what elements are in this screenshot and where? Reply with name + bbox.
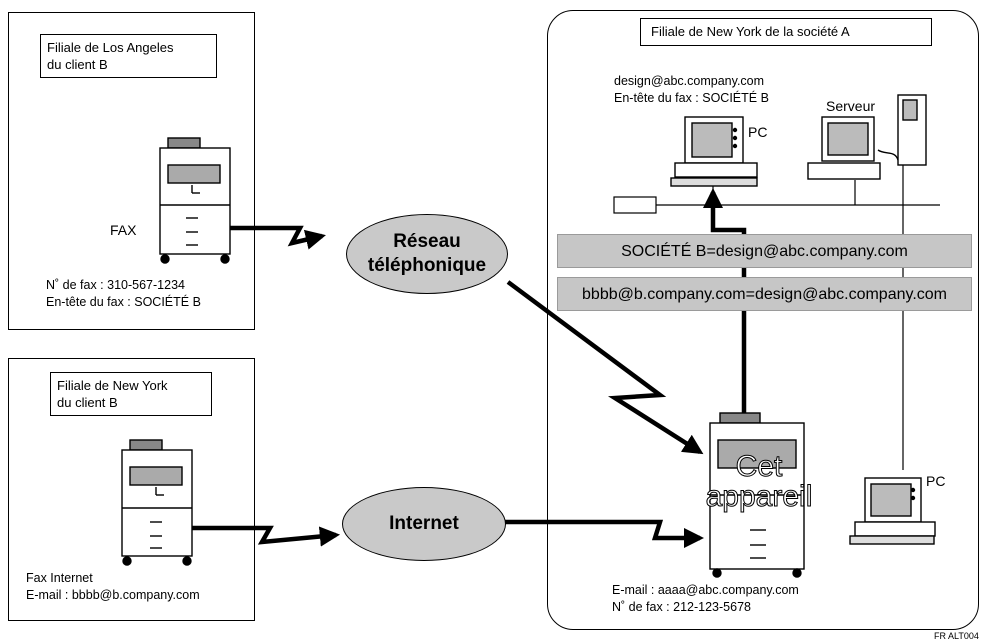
pc2-label: PC	[926, 473, 946, 489]
phone-network-node: Réseau téléphonique	[346, 214, 508, 294]
pc-icon	[670, 116, 758, 187]
pc-email: design@abc.company.com	[614, 74, 765, 88]
pc-label: PC	[748, 124, 768, 140]
internet-label: Internet	[389, 513, 459, 534]
ny-client-to-internet-link	[192, 525, 341, 547]
company-a-title: Filiale de New York de la société A	[640, 18, 932, 46]
routing-rule-2: bbbb@b.company.com=design@abc.company.co…	[557, 277, 972, 311]
machine-to-pc-link	[702, 187, 747, 420]
routing-rule-1: SOCIÉTÉ B=design@abc.company.com	[557, 234, 972, 268]
internet-node: Internet	[342, 487, 506, 561]
ny-client-branch-title-line1: Filiale de New York	[57, 378, 168, 393]
this-machine-label-line1: Cet	[735, 450, 783, 483]
la-fax-number: N˚ de fax : 310-567-1234	[46, 278, 185, 292]
fax-device-label: FAX	[110, 222, 137, 238]
internet-to-machine-link	[505, 519, 705, 549]
ny-client-branch-title: Filiale de New York du client B	[50, 372, 212, 416]
machine-fax-number: N˚ de fax : 212-123-5678	[612, 600, 751, 614]
phone-network-line1: Réseau	[393, 231, 461, 252]
la-fax-header: En-tête du fax : SOCIÉTÉ B	[46, 295, 201, 309]
this-machine-label-line2: appareil	[705, 480, 813, 513]
ny-client-email: E-mail : bbbb@b.company.com	[26, 588, 200, 602]
pc-fax-header: En-tête du fax : SOCIÉTÉ B	[614, 91, 769, 105]
la-branch-title-line1: Filiale de Los Angeles	[47, 40, 174, 55]
this-machine-icon	[709, 412, 805, 578]
pc2-icon	[849, 477, 936, 545]
la-fax-machine-icon	[159, 137, 231, 264]
la-branch-title-line2: du client B	[47, 57, 108, 72]
company-a-title-text: Filiale de New York de la société A	[651, 24, 850, 39]
ny-client-branch-title-line2: du client B	[57, 395, 118, 410]
internet-fax-label: Fax Internet	[26, 571, 93, 585]
lan-device-icon	[613, 196, 657, 214]
internet-fax-machine-icon	[121, 439, 193, 566]
machine-email: E-mail : aaaa@abc.company.com	[612, 583, 799, 597]
la-branch-title: Filiale de Los Angeles du client B	[40, 34, 217, 78]
phone-network-line2: téléphonique	[367, 255, 487, 276]
server-label: Serveur	[826, 98, 876, 114]
figure-code: FR ALT004	[934, 631, 979, 641]
phone-network-to-machine-link	[506, 280, 704, 455]
this-machine-label: Cet appareil	[696, 450, 822, 513]
server-icon	[807, 94, 927, 180]
la-to-phone-network-link	[230, 225, 326, 250]
